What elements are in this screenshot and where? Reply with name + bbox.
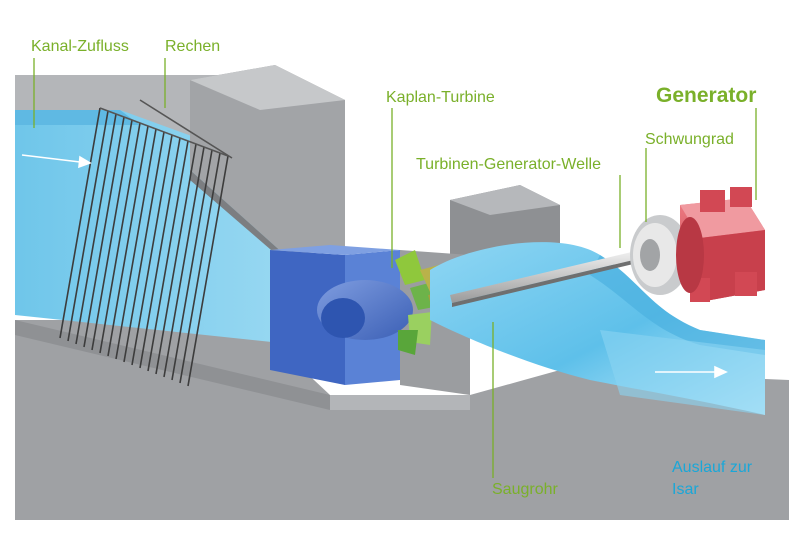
label-auslauf-line1: Auslauf zur	[672, 459, 753, 476]
trash-rack	[59, 99, 233, 387]
label-kanal-zufluss: Kanal-Zufluss	[31, 38, 129, 55]
leader-lines	[33, 58, 757, 478]
kaplan-turbine-hub	[317, 280, 413, 340]
label-kaplan-turbine: Kaplan-Turbine	[386, 89, 495, 106]
generator	[676, 187, 765, 302]
outflow-arrow-icon	[655, 365, 728, 379]
label-saugrohr: Saugrohr	[492, 481, 558, 498]
label-auslauf-line2: Isar	[672, 481, 699, 498]
label-welle: Turbinen-Generator-Welle	[416, 156, 601, 173]
turbine-generator-shaft	[450, 250, 642, 307]
inflow-arrow-icon	[21, 154, 92, 169]
label-generator: Generator	[656, 84, 757, 107]
label-schwungrad: Schwungrad	[645, 131, 734, 148]
label-rechen: Rechen	[165, 38, 221, 55]
flywheel	[630, 215, 690, 295]
